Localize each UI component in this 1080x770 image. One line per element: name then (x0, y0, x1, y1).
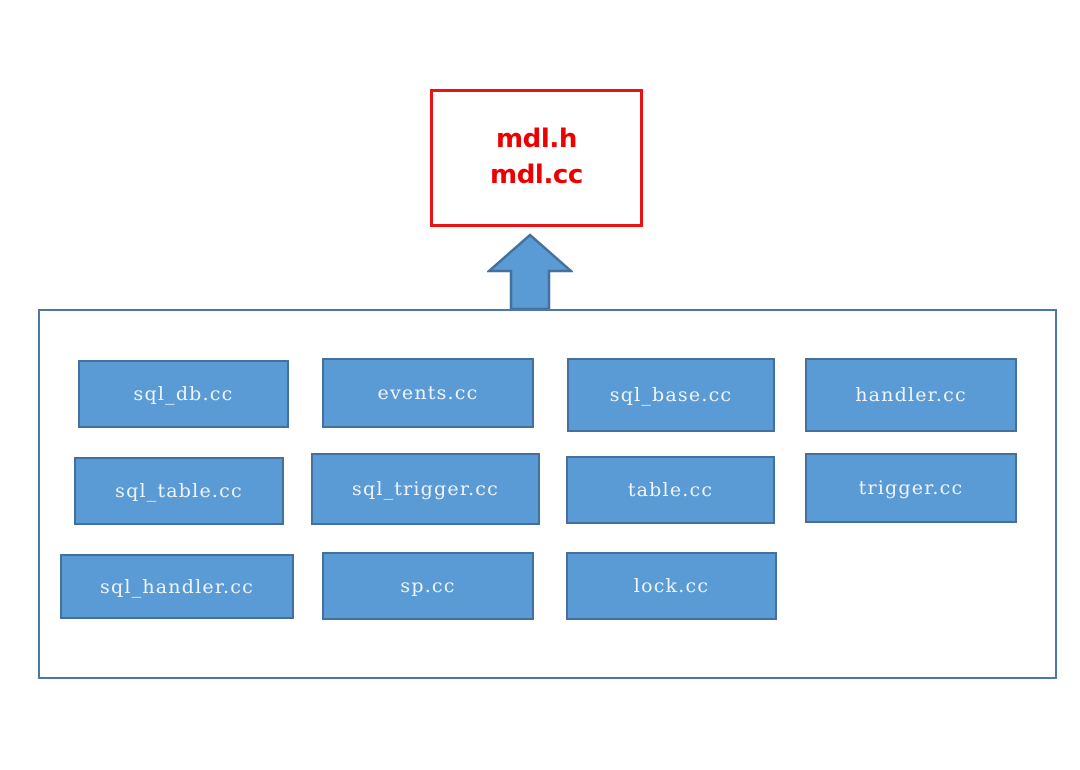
file-box[interactable]: sql_table.cc (74, 457, 284, 525)
mdl-header-label: mdl.h (495, 124, 577, 155)
file-box[interactable]: sql_trigger.cc (311, 453, 540, 525)
file-box-label: sql_trigger.cc (352, 478, 499, 500)
file-box[interactable]: sql_base.cc (567, 358, 775, 432)
file-box-label: table.cc (627, 479, 714, 501)
mdl-source-label: mdl.cc (490, 160, 583, 190)
file-box[interactable]: sql_handler.cc (60, 554, 294, 619)
file-box[interactable]: table.cc (566, 456, 775, 524)
file-box-label: trigger.cc (858, 477, 964, 499)
up-arrow-icon (487, 233, 573, 311)
file-box-label: sql_table.cc (115, 480, 243, 502)
file-box-label: sql_base.cc (609, 384, 733, 406)
file-box-label: sql_handler.cc (100, 575, 254, 598)
mdl-module-box[interactable]: mdl.h mdl.cc (430, 89, 643, 227)
file-box[interactable]: trigger.cc (805, 453, 1017, 523)
file-box[interactable]: lock.cc (566, 552, 777, 620)
file-box-label: sql_db.cc (133, 383, 234, 405)
file-box[interactable]: events.cc (322, 358, 534, 428)
file-box[interactable]: sql_db.cc (78, 360, 289, 428)
file-box[interactable]: handler.cc (805, 358, 1017, 432)
file-box-label: lock.cc (633, 575, 710, 597)
file-box-label: sp.cc (400, 575, 456, 597)
file-box[interactable]: sp.cc (322, 552, 534, 620)
file-box-label: handler.cc (855, 384, 967, 406)
file-box-label: events.cc (377, 382, 479, 404)
